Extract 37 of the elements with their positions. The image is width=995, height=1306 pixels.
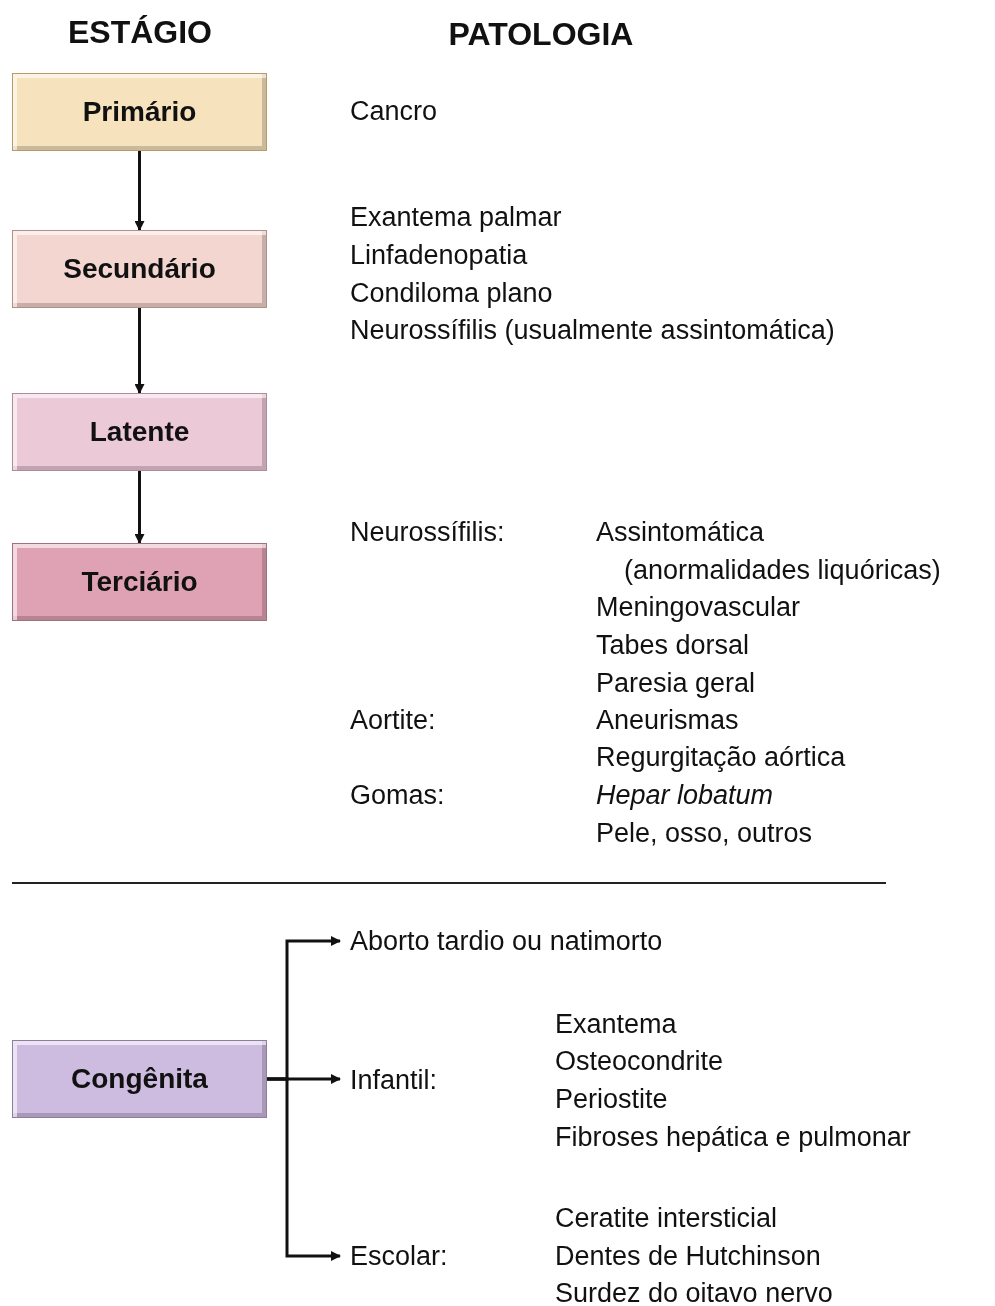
arrow: [134, 471, 145, 544]
pathology-text: Cancro: [350, 95, 438, 128]
category-label: Neurossífilis:: [350, 516, 505, 549]
column-heading: PATOLOGIA: [448, 15, 634, 54]
pathology-text: Surdez do oitavo nervo: [555, 1277, 833, 1306]
pathology-text: Meningovascular: [596, 591, 801, 624]
category-label: Escolar:: [350, 1237, 448, 1275]
pathology-text: Tabes dorsal: [596, 629, 750, 662]
pathology-text: Dentes de Hutchinson: [555, 1240, 821, 1273]
pathology-text: Exantema palmar: [350, 201, 562, 234]
pathology-text: Condiloma plano: [350, 277, 553, 310]
pathology-text: Neurossífilis (usualmente assintomática): [350, 314, 835, 347]
pathology-text: Aneurismas: [596, 704, 739, 737]
category-label: Aortite:: [350, 704, 436, 737]
category-label: Gomas:: [350, 779, 445, 812]
pathology-text: Hepar lobatum: [596, 779, 774, 812]
stage-box: Primário: [12, 73, 267, 151]
pathology-text: Pele, osso, outros: [596, 817, 813, 850]
stage-box: Latente: [12, 393, 267, 471]
pathology-text: Regurgitação aórtica: [596, 741, 846, 774]
category-label: Infantil:: [350, 1061, 438, 1099]
pathology-text: Ceratite intersticial: [555, 1202, 778, 1235]
pathology-text: Periostite: [555, 1083, 668, 1116]
arrow: [134, 308, 145, 394]
pathology-text: Linfadenopatia: [350, 239, 528, 272]
stage-box: Secundário: [12, 230, 267, 308]
pathology-text: Paresia geral: [596, 667, 756, 700]
arrow: [267, 1077, 341, 1261]
outcome-text: Aborto tardio ou natimorto: [350, 922, 663, 960]
column-heading: ESTÁGIO: [68, 13, 212, 52]
pathology-text: Osteocondrite: [555, 1045, 724, 1078]
pathology-text: Fibroses hepática e pulmonar: [555, 1121, 911, 1154]
pathology-text: Assintomática (anormalidades liquóricas): [596, 516, 941, 587]
stage-box: Congênita: [12, 1040, 267, 1118]
arrow: [134, 151, 145, 231]
pathology-text: Exantema: [555, 1008, 677, 1041]
stage-box: Terciário: [12, 543, 267, 621]
